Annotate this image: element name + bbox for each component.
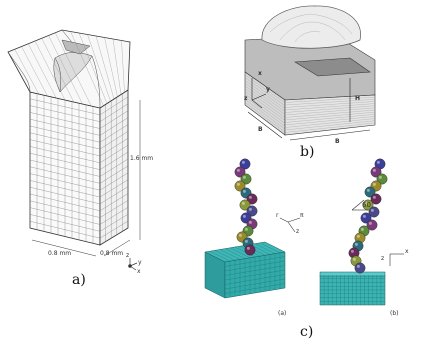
panel-b-block-figure: x y z B H B b): [200, 0, 422, 160]
dim-label-b-left: B: [258, 126, 263, 133]
sub-label-b: (b): [390, 310, 399, 317]
panel-b-drawing: [244, 5, 376, 141]
width-dimension-label-left: 0.8 mm: [48, 250, 72, 257]
axis-label-z-b: z: [244, 95, 248, 102]
axis-label-x-b: x: [258, 70, 262, 77]
caption-a: a): [72, 272, 86, 288]
panel-a-drawing: [7, 29, 141, 271]
axis-label-z-c: z: [296, 228, 300, 235]
caption-c: c): [300, 324, 314, 340]
angle-label: 60: [362, 201, 371, 209]
dim-label-b-right: B: [335, 138, 340, 145]
dim-label-h: H: [355, 95, 361, 102]
axis-label-pi: π: [300, 212, 304, 219]
panel-c-drawing: [204, 158, 404, 306]
axis-label-y-b: y: [266, 86, 270, 93]
axis-label-x: x: [137, 268, 141, 275]
axis-label-z-right: z: [381, 255, 385, 262]
width-dimension-label-right: 0.8 mm: [100, 250, 124, 257]
axis-label-y: y: [138, 259, 142, 266]
height-dimension-label: 1.6 mm: [130, 155, 154, 162]
axis-label-z: z: [126, 252, 130, 259]
caption-b: b): [300, 144, 315, 160]
axis-label-r: r: [276, 212, 279, 219]
panel-a-mesh-figure: 1.6 mm 0.8 mm 0.8 mm z y x a): [0, 0, 200, 345]
panel-c-bead-chain-figure: r π z 60 z x (a) (b) c): [200, 158, 422, 345]
sub-label-a: (a): [278, 310, 287, 317]
axis-label-x-right: x: [405, 248, 409, 255]
